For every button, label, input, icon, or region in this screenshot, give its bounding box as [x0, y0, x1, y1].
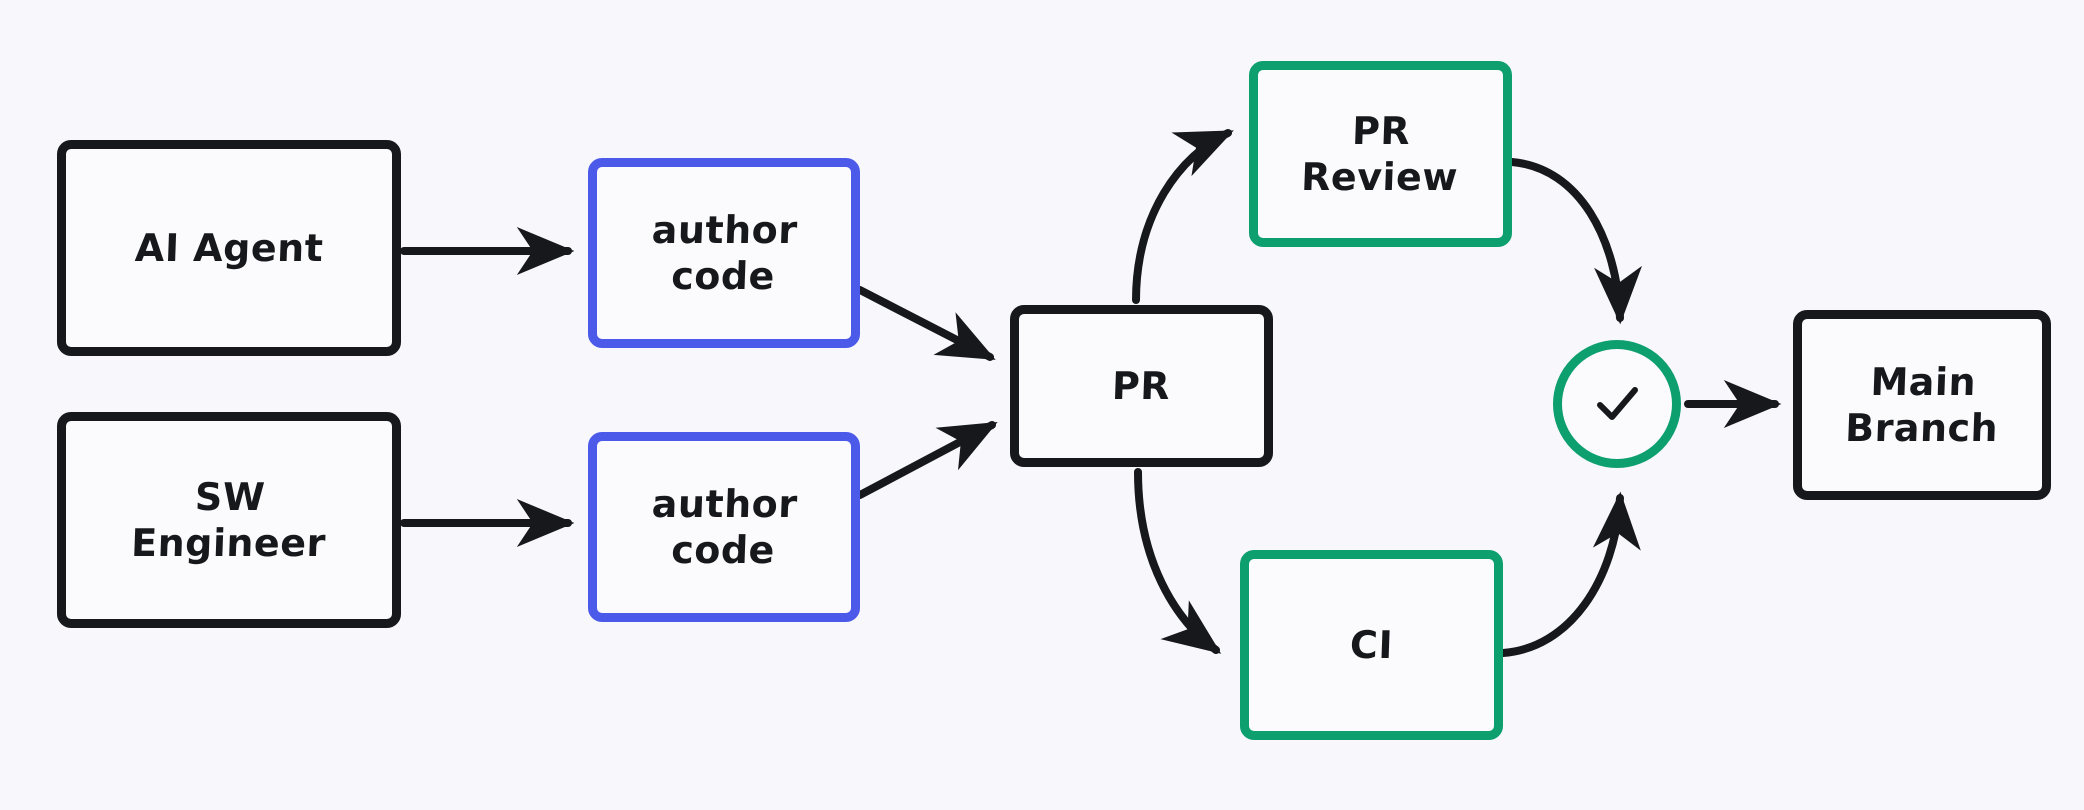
node-pr-label: PR — [1111, 363, 1172, 408]
edge-pr-to-ci — [1134, 468, 1222, 654]
node-sw-engineer-label: SW Engineer — [130, 474, 327, 565]
node-ci-label: CI — [1349, 622, 1394, 667]
edge-author-code-agent-to-pr — [856, 286, 996, 361]
node-main-branch[interactable]: Main Branch — [1793, 310, 2051, 500]
node-ci[interactable]: CI — [1240, 550, 1503, 740]
node-pr-review[interactable]: PR Review — [1249, 61, 1512, 247]
node-approval-check[interactable] — [1553, 340, 1681, 468]
node-main-branch-label: Main Branch — [1843, 359, 1999, 450]
node-author-code-agent-label: author code — [651, 207, 799, 298]
node-author-code-agent[interactable]: author code — [588, 158, 860, 348]
node-pr-review-label: PR Review — [1300, 108, 1459, 199]
node-ai-agent-label: AI Agent — [134, 225, 324, 270]
node-sw-engineer[interactable]: SW Engineer — [57, 412, 401, 628]
edge-pr-to-pr-review — [1132, 129, 1234, 304]
node-ai-agent[interactable]: AI Agent — [57, 140, 401, 356]
node-author-code-engineer[interactable]: author code — [588, 432, 860, 622]
edge-ci-to-gate — [1499, 491, 1641, 657]
edge-pr-review-to-gate — [1508, 158, 1642, 325]
node-author-code-engineer-label: author code — [651, 481, 799, 572]
node-pr[interactable]: PR — [1010, 305, 1273, 467]
check-icon — [1586, 373, 1648, 435]
edge-author-code-engineer-to-pr — [856, 421, 998, 499]
